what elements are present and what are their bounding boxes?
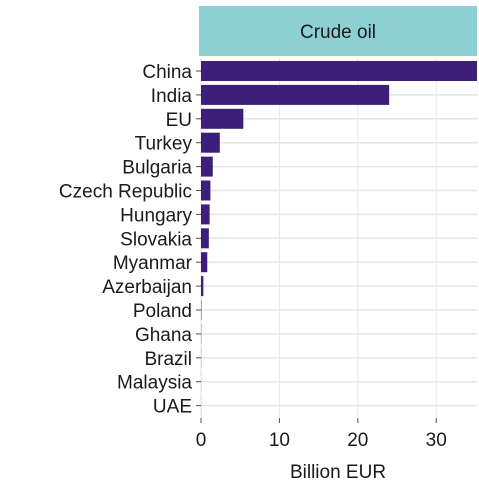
bar-china [201,61,477,81]
gridlines [200,58,477,418]
x-tick-label: 20 [347,430,368,451]
bars [201,61,477,416]
category-label: UAE [153,397,192,418]
bar-myanmar [201,252,208,273]
x-tick-label: 10 [269,430,290,451]
bar-slovakia [201,228,209,249]
bar-turkey [201,132,220,153]
category-label: China [142,62,192,83]
bar-eu [201,108,244,129]
category-label: EU [166,110,192,131]
facet-strip [199,6,477,56]
x-tick-label: 0 [196,430,207,451]
facet-strip-label: Crude oil [300,22,376,43]
bar-bulgaria [201,156,213,177]
category-label: Bulgaria [122,158,192,179]
x-axis-title: Billion EUR [290,462,386,483]
category-label: Hungary [120,205,192,226]
bar-czech-republic [201,180,211,201]
bar-india [201,84,390,105]
category-label: Myanmar [113,253,193,274]
bar-hungary [201,204,210,225]
x-tick-label: 30 [426,430,447,451]
category-label: Malaysia [117,373,192,394]
category-label: Slovakia [120,229,192,250]
category-label: Azerbaijan [102,277,192,298]
category-label: Brazil [144,349,192,370]
category-label: Poland [133,301,192,322]
bar-azerbaijan [201,276,204,297]
x-axis-ticks: 0 10 20 30 [196,418,447,451]
category-label: India [151,86,193,107]
category-label: Czech Republic [59,182,192,203]
category-label: Ghana [135,325,192,346]
category-label: Turkey [135,134,193,155]
